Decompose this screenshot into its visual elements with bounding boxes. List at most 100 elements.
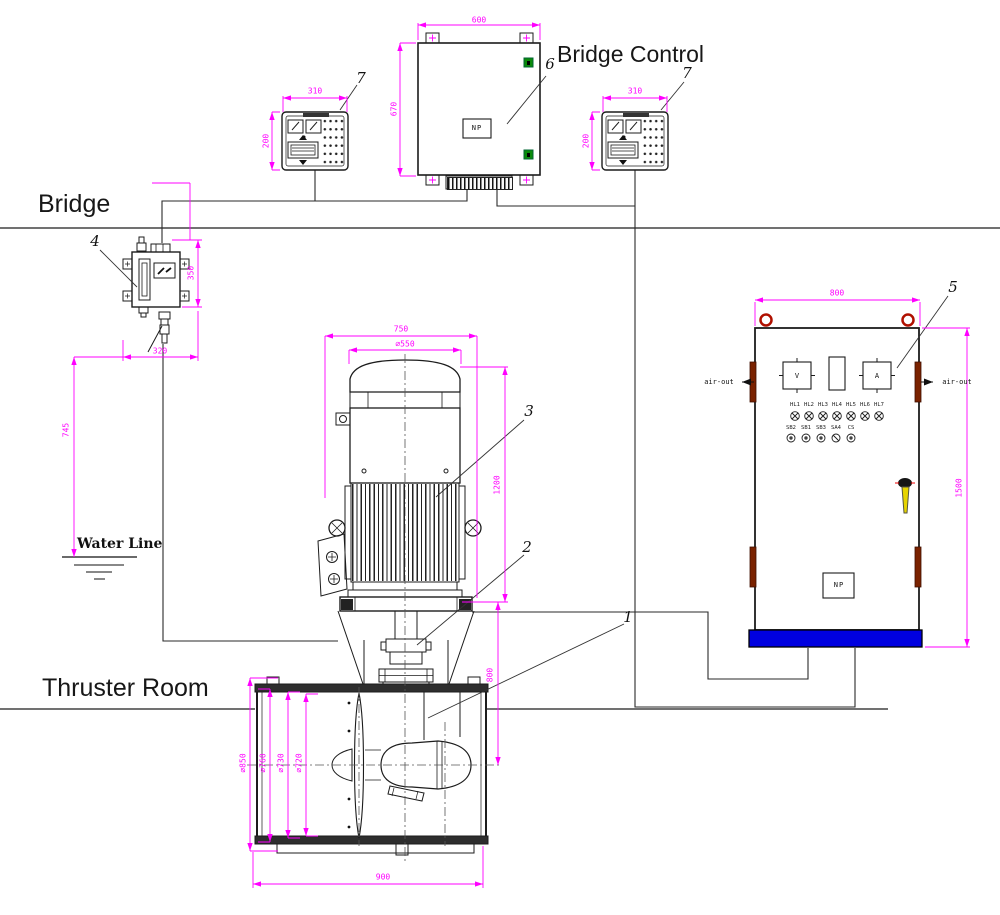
thruster-unit <box>247 354 502 861</box>
light-label: HL6 <box>860 402 870 408</box>
callout-7-right: 7 <box>682 64 692 82</box>
junction-plate <box>317 533 348 597</box>
dim-670: 670 <box>389 101 399 117</box>
dim-750: 750 <box>393 324 409 334</box>
gauge <box>607 119 624 134</box>
bridge-control-nameplate: NP <box>471 124 483 132</box>
door-hinges <box>749 361 922 588</box>
dim-1200: 1200 <box>492 475 502 495</box>
callout-2: 2 <box>522 538 532 556</box>
coupling <box>380 638 432 665</box>
light-label: HL2 <box>804 402 814 408</box>
gravity-tank <box>122 236 190 353</box>
sight-glass <box>138 258 151 301</box>
door-latch-icon <box>523 57 534 160</box>
light-label: HL4 <box>832 402 842 408</box>
meter-window <box>828 356 846 391</box>
deck-lines <box>0 227 1000 710</box>
dim-600: 600 <box>471 15 487 25</box>
lifting-lug <box>335 412 351 426</box>
water-line-symbol <box>62 556 137 580</box>
voltmeter-letter: V <box>794 372 800 380</box>
indicator-lights <box>790 411 884 421</box>
cabinet-base <box>748 629 923 648</box>
panel-left-keypad <box>322 117 345 166</box>
dimension-lines <box>71 22 970 888</box>
dim-200-right: 200 <box>581 133 591 149</box>
callout-4: 4 <box>90 232 100 250</box>
dim-dia760: ⌀760 <box>258 753 268 773</box>
control-panel-right <box>601 111 669 171</box>
dim-350: 350 <box>186 265 196 281</box>
light-label: HL7 <box>874 402 884 408</box>
water-line-label: Water Line <box>77 536 163 552</box>
filler-cap <box>136 242 147 252</box>
nameplate-frame <box>462 118 492 139</box>
drain-valve <box>158 311 171 344</box>
button-label: SB3 <box>816 425 826 431</box>
dim-800-cabinet: 800 <box>829 288 845 298</box>
shaft <box>394 610 418 640</box>
light-label: HL1 <box>790 402 800 408</box>
dim-1500: 1500 <box>954 478 964 498</box>
callout-7-left: 7 <box>356 69 366 87</box>
button-label: SB2 <box>786 425 796 431</box>
mount-screw-marks <box>429 34 530 184</box>
leader-lines <box>99 75 949 719</box>
button-label: CS <box>847 425 855 431</box>
bridge-control-box <box>417 32 541 190</box>
gauge <box>625 119 642 134</box>
dim-310-left: 310 <box>307 86 323 96</box>
top-connector <box>150 243 171 253</box>
callout-6: 6 <box>545 55 555 73</box>
level-switch <box>153 262 176 279</box>
light-label: HL3 <box>818 402 828 408</box>
lifting-eye-icon <box>901 313 915 327</box>
bridge-control-title: Bridge Control <box>557 41 705 67</box>
arrow-up-icon <box>299 135 307 140</box>
tunnel-top <box>254 683 489 693</box>
button-label: SB1 <box>801 425 811 431</box>
dim-dia730: ⌀730 <box>276 753 286 773</box>
door-handle <box>895 478 915 514</box>
anode-fin <box>387 785 425 802</box>
light-label: HL5 <box>846 402 856 408</box>
arrow-down-icon <box>619 160 627 165</box>
thruster-room-label: Thruster Room <box>42 674 209 702</box>
control-panel-left <box>281 111 349 171</box>
callout-1: 1 <box>623 608 633 626</box>
dim-200-left: 200 <box>261 133 271 149</box>
nameplate-frame <box>822 572 855 599</box>
mounting-flange <box>339 596 473 612</box>
arrow-up-icon <box>619 135 627 140</box>
vent-label-left: air-out <box>704 378 734 386</box>
cables <box>161 170 856 708</box>
callout-5: 5 <box>948 278 958 296</box>
support-stand <box>337 610 475 688</box>
tunnel-bottom <box>254 835 489 845</box>
motor-fins <box>352 484 458 581</box>
cabinet-nameplate: NP <box>833 581 845 589</box>
dim-dia850: ⌀850 <box>238 753 248 773</box>
lever-slot <box>287 141 319 159</box>
lever-slot <box>607 141 639 159</box>
dim-dia550: ⌀550 <box>395 339 415 349</box>
starter-cabinet <box>742 313 933 648</box>
pod-leg <box>423 692 461 740</box>
callout-3: 3 <box>524 402 534 420</box>
arrow-down-icon <box>299 160 307 165</box>
vent-label-right: air-out <box>942 378 972 386</box>
bridge-deck-label: Bridge <box>38 190 111 218</box>
gauge <box>305 119 322 134</box>
terminal-strip <box>447 177 513 190</box>
dim-800-motor: 800 <box>485 667 495 683</box>
panel-right-keypad <box>642 117 665 166</box>
lifting-eye-icon <box>759 313 773 327</box>
dim-dia720: ⌀720 <box>294 753 304 773</box>
push-buttons <box>786 433 856 443</box>
gauge <box>287 119 304 134</box>
button-label: SA4 <box>831 425 841 431</box>
dim-745: 745 <box>61 422 71 438</box>
